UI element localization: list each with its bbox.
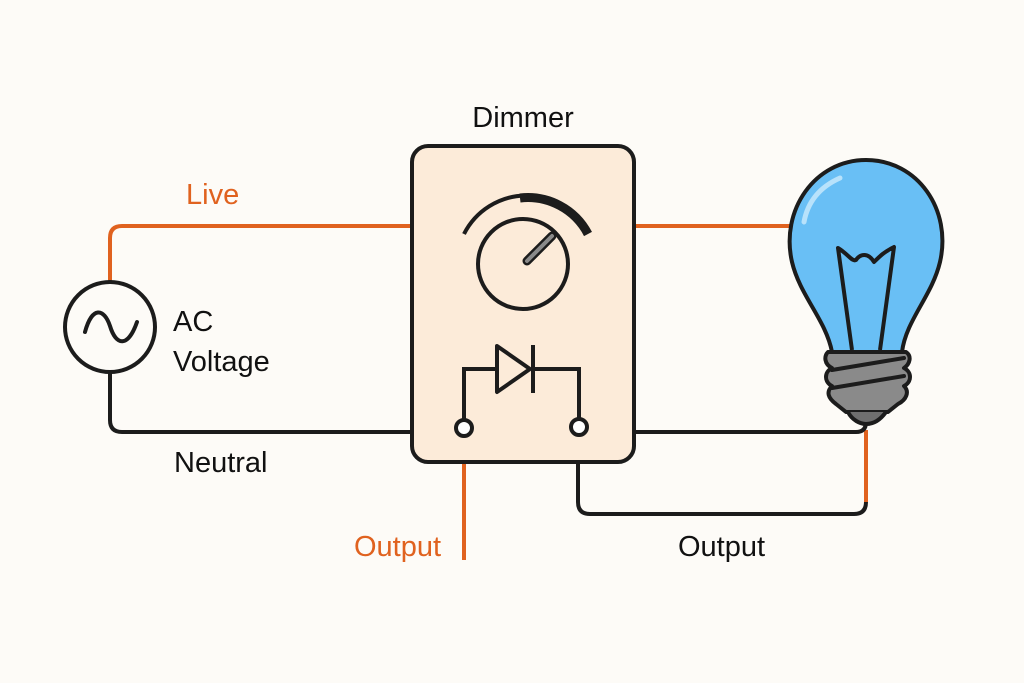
output-label-left: Output [354,531,441,563]
live-label: Live [186,179,239,211]
output-label-right: Output [678,531,765,563]
diode-icon [462,344,581,420]
neutral-wire [108,372,412,434]
ac-source-icon [63,280,157,374]
live-wire-source [108,224,412,282]
output-wire-right [576,436,868,516]
ac-voltage-label-line1: AC [173,306,213,338]
ac-voltage-label-line2: Voltage [173,346,270,378]
terminal-right [569,417,589,437]
terminal-left [454,418,474,438]
neutral-label: Neutral [174,447,268,479]
light-bulb-icon [787,158,945,427]
bulb-neutral-wire [634,421,868,434]
dimmer-knob-icon [462,193,592,311]
dimmer-title: Dimmer [472,102,574,134]
